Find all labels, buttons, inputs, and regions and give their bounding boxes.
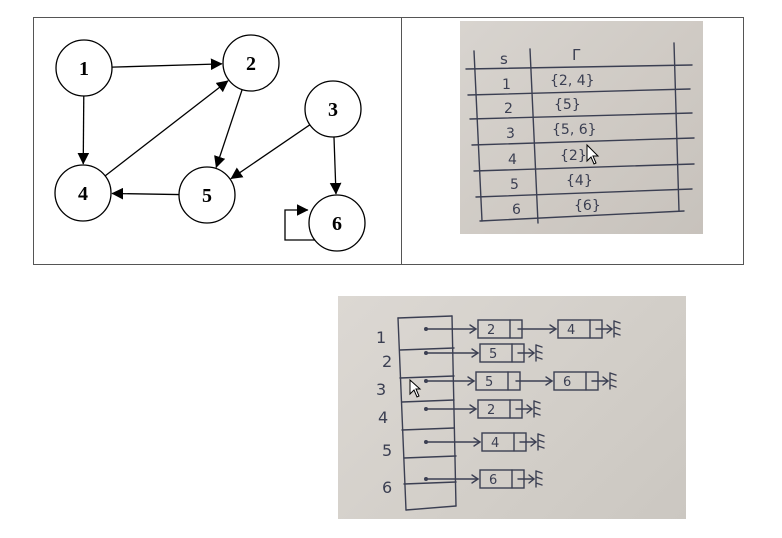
list-pointer-dot-2 (424, 351, 428, 355)
list-arrowhead-4-0 (469, 404, 478, 414)
table-header-vertex: s (500, 50, 508, 68)
table-row-5-vertex: 5 (510, 177, 519, 193)
edge-5-4 (111, 187, 180, 200)
list-null-arrowhead-2 (528, 348, 536, 358)
list-arrowhead-5-0 (473, 437, 482, 447)
list-null-arrowhead-3 (602, 376, 610, 386)
node-label-3: 3 (328, 99, 338, 121)
list-pointer-dot-5 (424, 440, 428, 444)
null-terminator-icon-3 (609, 372, 617, 390)
node-label-5: 5 (202, 185, 212, 207)
table-row-3-list: {5, 6} (552, 122, 597, 138)
list-node-value-4-0: 2 (487, 403, 495, 418)
list-arrowhead-3-1 (545, 376, 554, 386)
table-row-5-list: {4} (566, 173, 593, 189)
list-vertex-label-1: 1 (376, 328, 386, 347)
move-cursor-icon (409, 378, 422, 398)
list-pointer-dot-1 (424, 327, 428, 331)
node-3 (304, 80, 362, 138)
figure-frame (33, 17, 744, 265)
list-pointer-dot-4 (424, 407, 428, 411)
node-4 (54, 164, 112, 222)
table-row-1-vertex: 1 (502, 77, 511, 93)
list-pointer-dot-6 (424, 477, 428, 481)
list-vertex-label-3: 3 (376, 380, 386, 399)
null-terminator-icon-4 (533, 400, 541, 418)
null-terminator-icon-5 (537, 433, 545, 451)
table-row-1-list: {2, 4} (550, 73, 595, 89)
edge-1-4 (77, 95, 90, 165)
node-label-6: 6 (332, 213, 342, 235)
list-node-value-6-0: 6 (489, 473, 497, 488)
list-node-value-3-0: 5 (485, 375, 493, 390)
list-null-arrowhead-6 (528, 474, 536, 484)
list-vertex-label-2: 2 (382, 352, 392, 371)
node-label-4: 4 (78, 183, 88, 205)
table-row-6-vertex: 6 (512, 202, 521, 218)
list-node-value-1-1: 4 (567, 323, 575, 338)
table-header-list: Γ (572, 46, 581, 64)
list-node-value-1-0: 2 (487, 323, 495, 338)
table-row-2-vertex: 2 (504, 101, 513, 117)
edge-1-2 (111, 58, 223, 71)
list-arrowhead-3-0 (467, 376, 476, 386)
table-row-2-list: {5} (554, 97, 581, 113)
null-terminator-icon-6 (535, 470, 543, 488)
node-label-1: 1 (79, 58, 89, 80)
directed-graph: 1 2 3 4 5 6 (54, 34, 366, 252)
table-row-3-vertex: 3 (506, 126, 515, 142)
null-terminator-icon-1 (613, 320, 621, 338)
list-vertex-label-6: 6 (382, 478, 392, 497)
table-row-6-list: {6} (574, 198, 601, 214)
table-grid (465, 42, 695, 224)
table-row-4-vertex: 4 (508, 152, 517, 168)
list-node-3-0 (475, 371, 521, 391)
list-node-value-5-0: 4 (491, 436, 499, 451)
node-2 (222, 34, 280, 92)
null-terminator-icon-2 (535, 344, 543, 362)
list-pointer-dot-3 (424, 379, 428, 383)
edge-4-2 (104, 80, 229, 177)
node-label-2: 2 (246, 53, 256, 75)
node-5 (178, 166, 236, 224)
adjacency-list-photo: 1 2 4 2 5 3 5 6 4 2 5 4 6 6 (338, 296, 686, 519)
edge-2-5 (214, 89, 243, 169)
node-1 (55, 39, 113, 97)
adjacency-table-photo: s Γ 1 {2, 4} 2 {5} 3 {5, 6} 4 {2} 5 {4} … (460, 21, 703, 234)
mouse-cursor-icon (586, 143, 600, 165)
table-row-4-list: {2} (560, 148, 587, 164)
list-null-arrowhead-1 (606, 324, 614, 334)
list-node-value-2-0: 5 (489, 347, 497, 362)
node-6 (308, 194, 366, 252)
edge-3-6 (329, 136, 342, 195)
list-arrowhead-2-0 (471, 348, 480, 358)
list-null-arrowhead-5 (530, 437, 538, 447)
list-arrowhead-1-1 (549, 324, 558, 334)
edge-3-5 (230, 124, 311, 180)
edge-6-6 (284, 204, 323, 241)
list-node-value-3-1: 6 (563, 375, 571, 390)
list-node-1-0 (477, 319, 523, 339)
list-vertex-label-4: 4 (378, 408, 388, 427)
vertex-array (397, 315, 457, 511)
list-arrowhead-6-0 (471, 474, 480, 484)
list-null-arrowhead-4 (526, 404, 534, 414)
list-arrowhead-1-0 (469, 324, 478, 334)
list-vertex-label-5: 5 (382, 441, 392, 460)
figure-divider (401, 17, 402, 265)
